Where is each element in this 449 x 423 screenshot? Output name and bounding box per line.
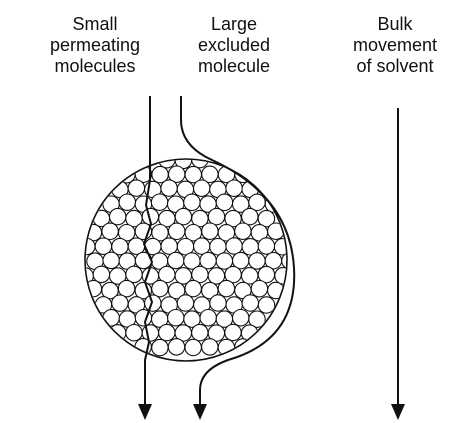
molecule-circle <box>282 253 298 269</box>
molecule-circle <box>169 223 185 239</box>
bulk-solvent-arrowhead <box>391 404 405 420</box>
molecule-circle <box>159 324 175 340</box>
large-molecule-arrowhead <box>193 404 207 420</box>
molecule-circle <box>161 180 177 196</box>
molecule-circle <box>225 324 241 340</box>
molecule-circle <box>128 180 144 196</box>
molecule-circle <box>218 280 234 296</box>
molecule-circle <box>202 339 218 355</box>
molecule-circle <box>226 238 242 254</box>
molecule-circle <box>274 239 290 255</box>
molecule-circle <box>118 280 134 296</box>
molecule-circle <box>208 208 224 224</box>
molecule-circle <box>200 310 216 326</box>
molecule-circle <box>102 223 118 239</box>
molecule-circle <box>185 280 201 296</box>
molecule-circle <box>258 297 274 313</box>
molecule-circle <box>194 180 210 196</box>
molecule-circle <box>258 238 274 254</box>
molecule-circle <box>126 325 142 341</box>
molecule-circle <box>175 208 191 224</box>
molecule-circle <box>235 223 251 239</box>
molecule-circle <box>202 223 218 239</box>
molecule-circle <box>103 252 119 268</box>
molecule-circle <box>151 194 167 210</box>
molecule-circle <box>110 208 126 224</box>
molecule-circle <box>184 194 200 210</box>
small-molecule-arrowhead <box>138 404 152 420</box>
molecule-circle <box>210 295 226 311</box>
molecule-circle <box>112 295 128 311</box>
molecule-circle <box>242 208 258 224</box>
molecule-circle <box>251 281 267 297</box>
molecule-circle <box>192 324 208 340</box>
molecule-circle <box>145 295 161 311</box>
molecule-circle <box>103 310 119 326</box>
molecule-circle <box>233 310 249 326</box>
molecule-circle <box>168 339 184 355</box>
molecule-circle <box>177 295 193 311</box>
molecule-circle <box>168 310 184 326</box>
molecule-circle <box>185 339 201 355</box>
molecule-circle <box>152 280 168 296</box>
molecule-circle <box>93 266 109 282</box>
molecule-circle <box>216 194 232 210</box>
molecule-circle <box>226 180 242 196</box>
molecule-circle <box>168 252 184 268</box>
molecule-circle <box>242 295 258 311</box>
molecule-circle <box>249 253 265 269</box>
molecule-circle <box>194 238 210 254</box>
molecule-circle <box>152 339 168 355</box>
molecule-circle <box>275 268 291 284</box>
packed-molecules <box>77 151 298 355</box>
molecule-circle <box>119 194 135 210</box>
